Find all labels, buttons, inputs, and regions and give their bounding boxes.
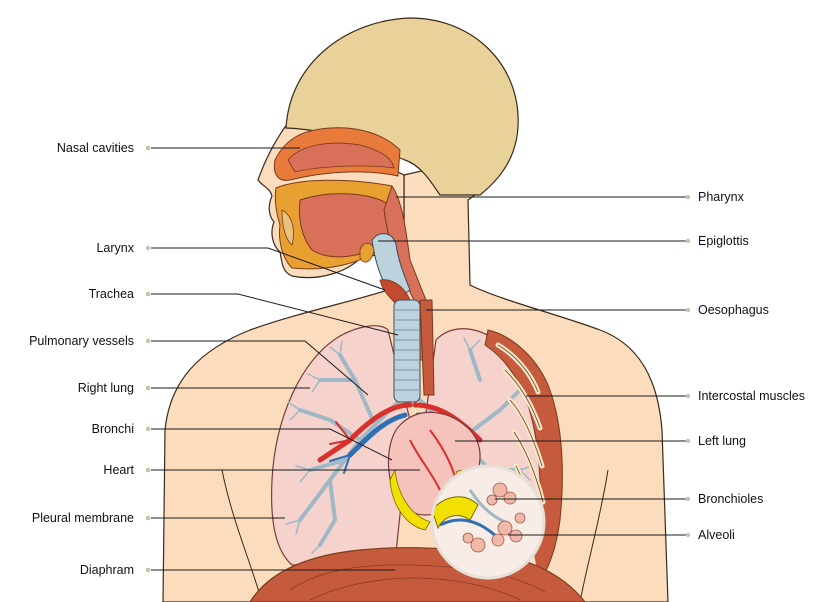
larynx-shape [371, 233, 411, 301]
nasal-cavity-inner [287, 142, 395, 173]
trachea-shape [393, 299, 421, 403]
epiglottis-shape [359, 242, 375, 263]
lips [281, 209, 294, 246]
label-dot [685, 393, 691, 399]
label-diaphram: Diaphram [80, 563, 134, 577]
label-dot [685, 496, 691, 502]
right-labels: Pharynx Epiglottis Oesophagus Intercosta… [685, 190, 805, 542]
diaphragm-striations [289, 564, 546, 601]
label-dot [685, 307, 691, 313]
label-dot [145, 515, 151, 521]
body-illustration [162, 17, 669, 602]
label-dot [145, 567, 151, 573]
label-dot [685, 532, 691, 538]
label-nasal-cavities: Nasal cavities [57, 141, 134, 155]
label-dot [685, 194, 691, 200]
right-arm-line [221, 469, 263, 602]
label-larynx: Larynx [96, 241, 134, 255]
label-dot [685, 238, 691, 244]
left-labels: Nasal cavities Larynx Trachea Pulmonary … [29, 141, 151, 577]
leader-lines [151, 147, 688, 571]
label-dot [145, 426, 151, 432]
label-trachea: Trachea [89, 287, 134, 301]
label-dot [145, 291, 151, 297]
label-dot [145, 245, 151, 251]
label-right-lung: Right lung [78, 381, 134, 395]
label-dot [145, 338, 151, 344]
label-heart: Heart [103, 463, 134, 477]
oesophagus-shape [419, 299, 435, 396]
label-left-lung: Left lung [698, 434, 746, 448]
label-oesophagus: Oesophagus [698, 303, 769, 317]
label-dot [145, 467, 151, 473]
label-dot [145, 385, 151, 391]
alveoli-magnifier [430, 464, 546, 580]
label-bronchioles: Bronchioles [698, 492, 763, 506]
label-dot [145, 145, 151, 151]
label-pleural-membrane: Pleural membrane [32, 511, 134, 525]
label-epiglottis: Epiglottis [698, 234, 749, 248]
label-pharynx: Pharynx [698, 190, 745, 204]
label-dot [685, 438, 691, 444]
left-arm-line [579, 469, 609, 602]
label-pulmonary-vessels: Pulmonary vessels [29, 334, 134, 348]
label-bronchi: Bronchi [92, 422, 134, 436]
label-alveoli: Alveoli [698, 528, 735, 542]
label-intercostal-muscles: Intercostal muscles [698, 389, 805, 403]
